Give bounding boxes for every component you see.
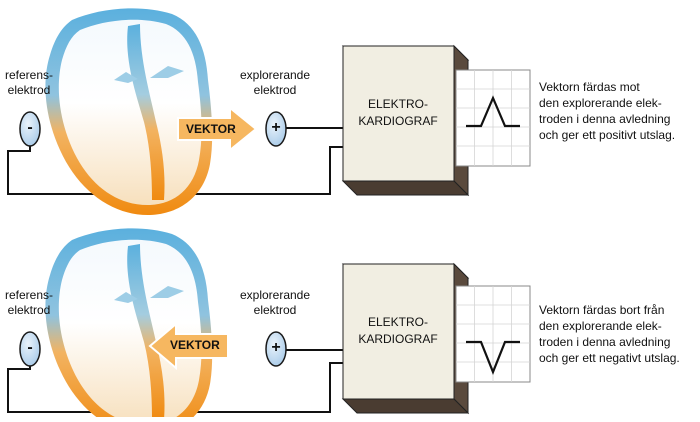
ecg-strip: [455, 69, 531, 167]
vector-arrow-left: [148, 321, 229, 371]
panel-positive: [7, 8, 531, 216]
reference-wire: [7, 350, 343, 413]
description-text: Vektorn färdas mot den explorerande elek…: [539, 80, 676, 142]
reference-sign: -: [27, 339, 33, 356]
reference-wire: [7, 128, 343, 195]
device-label: ELEKTRO- KARDIOGRAF: [358, 315, 438, 346]
ecg-trace-negative: [466, 340, 520, 375]
vector-label: VEKTOR: [170, 338, 220, 352]
exploring-sign: +: [271, 339, 281, 356]
reference-sign: -: [27, 119, 33, 136]
exploring-electrode-label: explorerande elektrod: [239, 68, 311, 97]
reference-electrode-label: referens- elektrod: [4, 288, 54, 317]
reference-electrode-label: referens- elektrod: [4, 68, 54, 97]
ecg-trace-positive: [466, 95, 520, 128]
exploring-electrode-label: explorerande elektrod: [239, 288, 311, 317]
device-label: ELEKTRO- KARDIOGRAF: [358, 97, 438, 128]
panel-negative: [7, 228, 531, 422]
vector-arrow-right: [177, 105, 258, 153]
ecg-strip: [455, 285, 531, 383]
heart-icon: [45, 8, 213, 216]
vector-label: VEKTOR: [186, 122, 236, 136]
exploring-sign: +: [271, 119, 281, 136]
description-text: Vektorn färdas bort från den explorerand…: [539, 303, 680, 365]
heart-icon: [45, 228, 213, 422]
